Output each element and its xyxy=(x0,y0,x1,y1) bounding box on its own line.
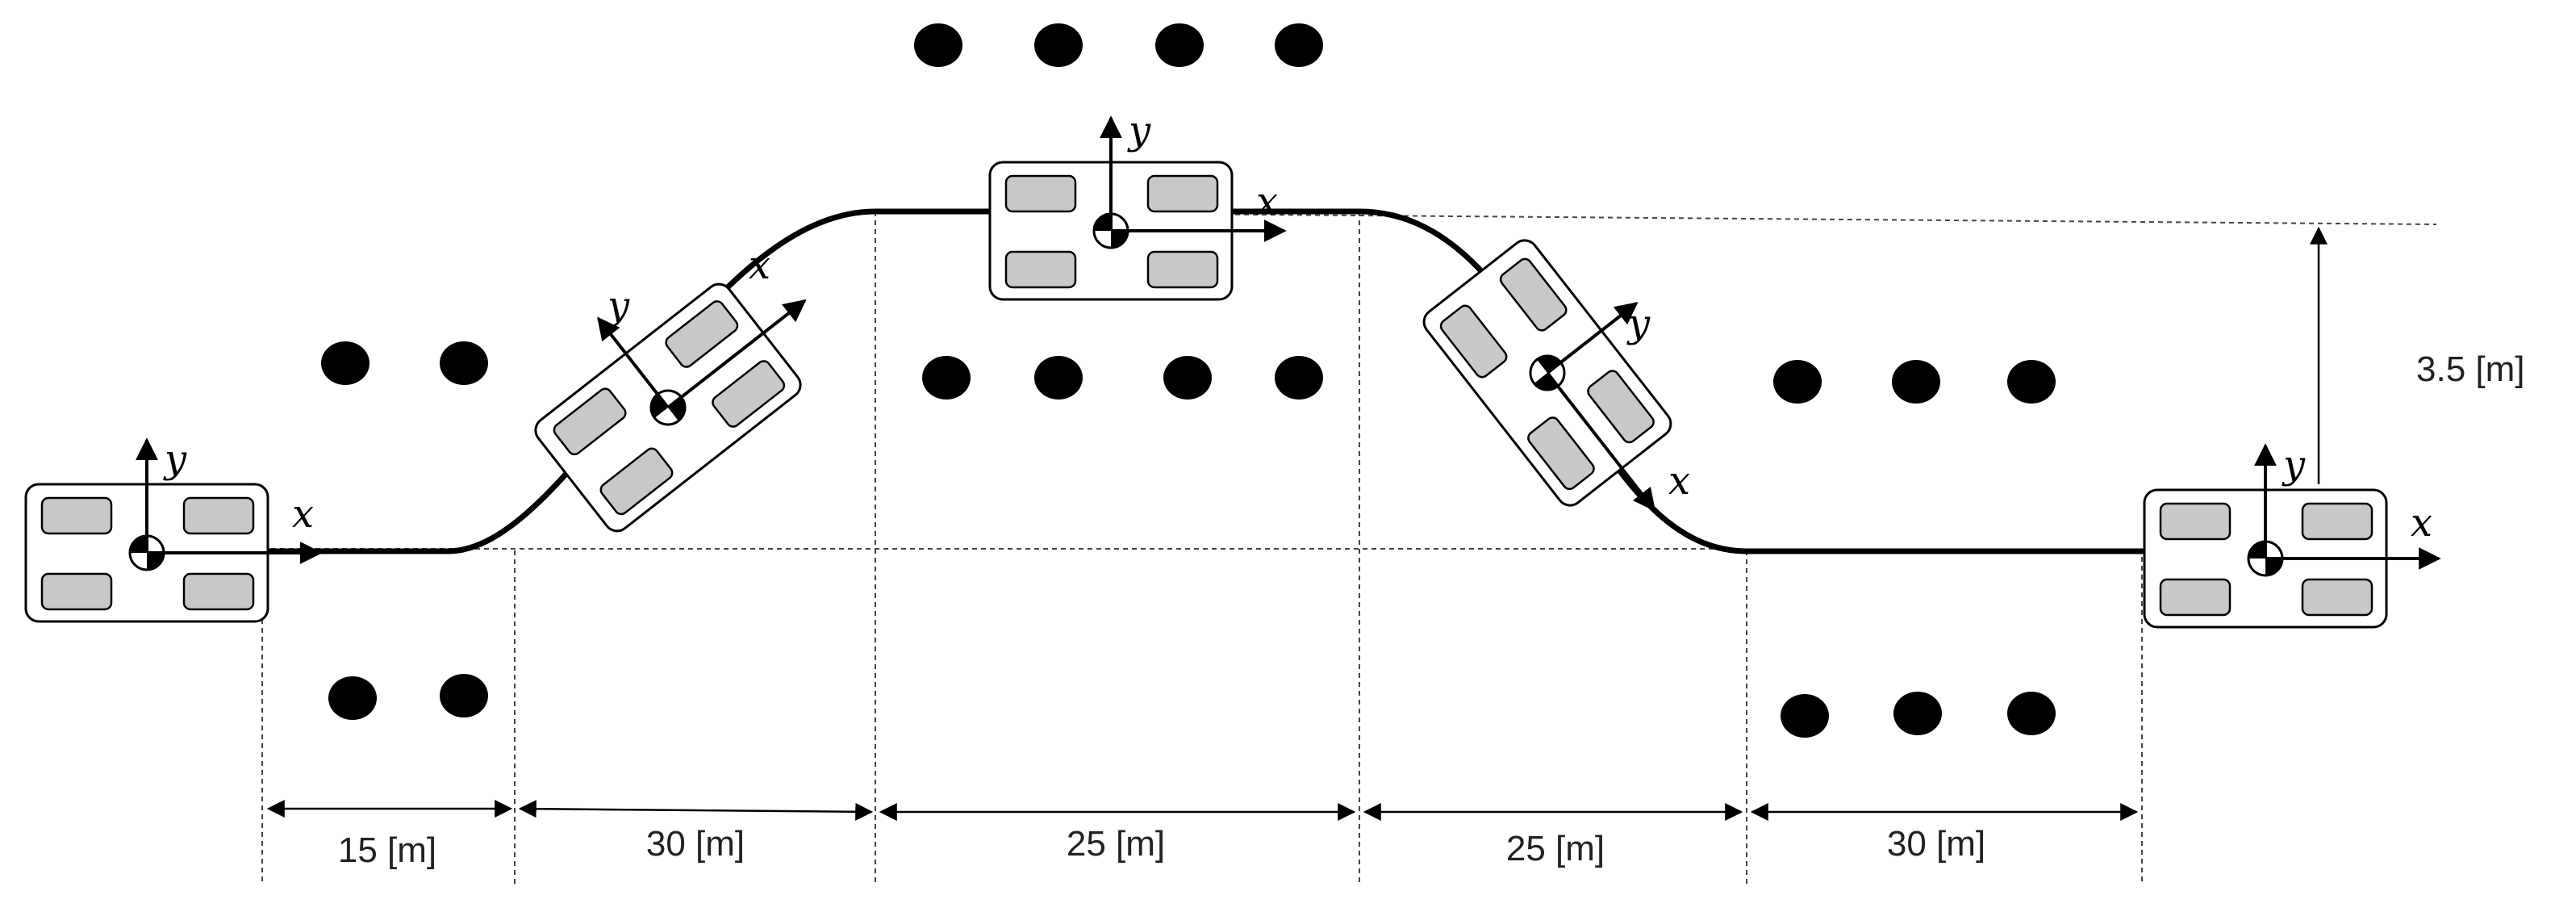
y-axis-label: y xyxy=(2282,442,2306,487)
traffic-cone-marker xyxy=(914,23,962,67)
x-axis-label: x xyxy=(1256,179,1278,224)
traffic-cone-marker xyxy=(1275,23,1323,67)
vehicle-icon: x y xyxy=(2144,442,2439,627)
segment-label: 30 [m] xyxy=(646,824,745,864)
traffic-cone-marker xyxy=(1892,360,1940,404)
segment-label: 15 [m] xyxy=(338,830,436,870)
segment-dimensions: 15 [m] 30 [m] 25 [m] 25 [m] 30 [m] xyxy=(266,800,2139,870)
x-axis-label: x xyxy=(2411,500,2432,546)
traffic-cone-marker xyxy=(1034,356,1083,400)
traffic-cone-marker xyxy=(321,341,369,385)
segment-label: 30 [m] xyxy=(1887,824,1985,864)
traffic-cone-marker xyxy=(1773,360,1822,404)
segment-label: 25 [m] xyxy=(1067,824,1165,864)
y-axis-label: y xyxy=(163,437,187,482)
y-axis-label: y xyxy=(1127,108,1151,153)
traffic-cone-marker xyxy=(1155,23,1204,67)
vehicle-icon: x y xyxy=(1419,208,1743,552)
traffic-cone-marker xyxy=(2007,692,2056,735)
traffic-cone-marker xyxy=(922,356,971,400)
traffic-cone-marker xyxy=(1275,356,1323,400)
vehicle-icon: x y xyxy=(990,108,1284,299)
vehicle-icon: x y xyxy=(503,211,847,536)
x-axis-label: x xyxy=(749,243,770,288)
x-axis-label: x xyxy=(1668,458,1690,504)
traffic-cone-marker xyxy=(440,674,488,717)
y-axis-label: y xyxy=(606,283,630,328)
traffic-cone-marker xyxy=(1781,694,1829,738)
y-axis-label: y xyxy=(1626,301,1651,346)
lateral-offset-label: 3.5 [m] xyxy=(2416,349,2525,389)
x-axis-label: x xyxy=(292,492,314,537)
traffic-cone-marker xyxy=(328,676,377,720)
cone-markers xyxy=(321,23,2056,738)
segment-label: 25 [m] xyxy=(1506,829,1605,868)
traffic-cone-marker xyxy=(440,341,488,385)
traffic-cone-marker xyxy=(1163,356,1212,400)
guide-lines xyxy=(261,211,2437,884)
traffic-cone-marker xyxy=(1893,692,1942,735)
traffic-cone-marker xyxy=(2007,360,2056,404)
vehicle-icon: x y xyxy=(26,437,320,621)
traffic-cone-marker xyxy=(1034,23,1083,67)
segment-arrow xyxy=(518,800,874,821)
